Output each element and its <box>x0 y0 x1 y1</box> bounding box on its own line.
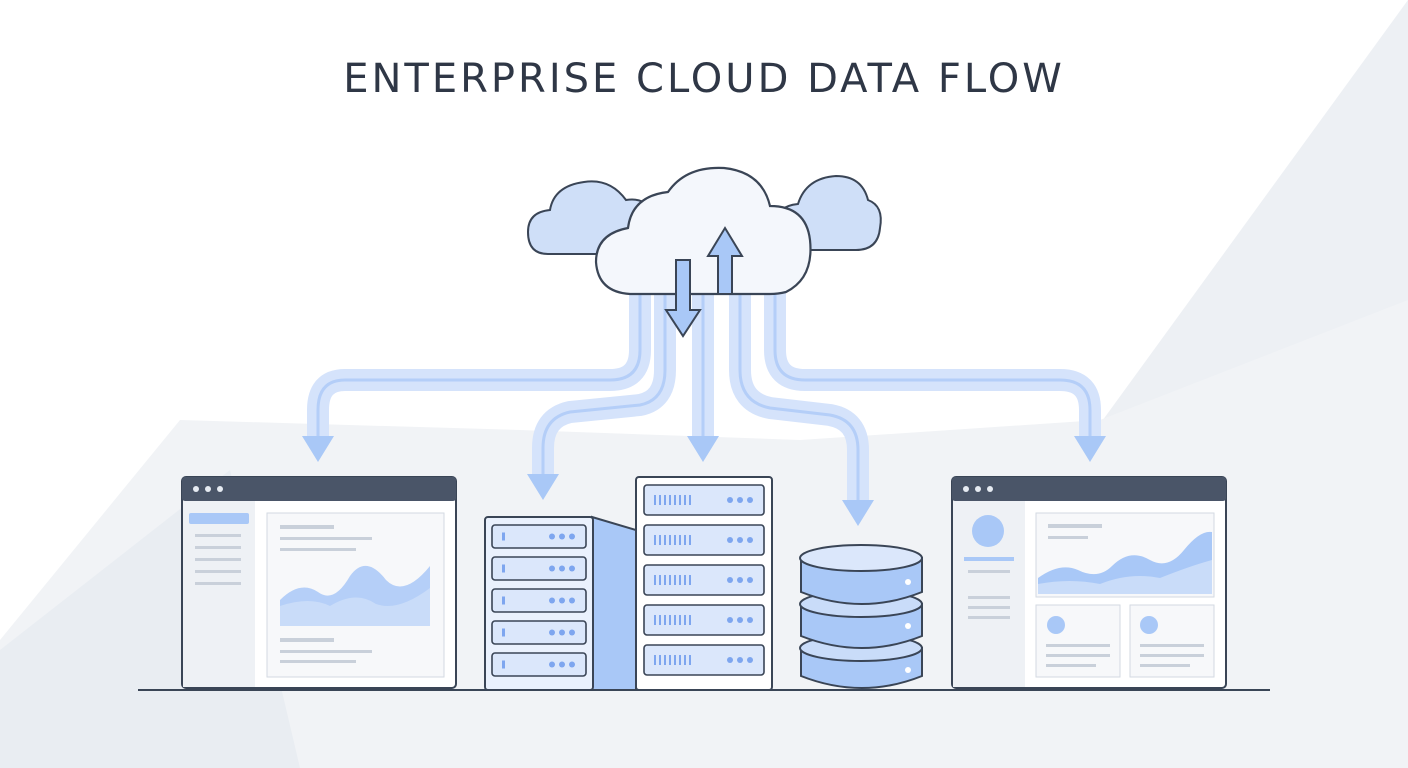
arrow-down-icon <box>1074 436 1106 462</box>
server-unit <box>643 484 765 516</box>
arrowheads <box>302 436 1106 526</box>
server-unit <box>491 556 587 581</box>
server-rack-icon <box>635 476 773 691</box>
dashboard-window-icon <box>951 476 1227 689</box>
server-rack-icon <box>484 515 637 691</box>
server-unit <box>643 524 765 556</box>
server-unit <box>643 604 765 636</box>
arrow-down-icon <box>302 436 334 462</box>
database-icon <box>799 544 923 689</box>
server-unit <box>643 644 765 676</box>
server-unit <box>491 652 587 677</box>
dashboard-window-icon <box>181 476 457 689</box>
server-unit <box>491 524 587 549</box>
server-unit <box>491 620 587 645</box>
flow-lines <box>307 279 1101 511</box>
arrow-down-icon <box>842 500 874 526</box>
server-unit <box>491 588 587 613</box>
arrow-down-icon <box>527 474 559 500</box>
arrow-down-icon <box>687 436 719 462</box>
arrow-up-icon <box>706 226 744 295</box>
server-unit <box>643 564 765 596</box>
arrow-down-icon <box>664 259 702 338</box>
cloud-icon <box>526 166 882 338</box>
avatar-icon <box>972 515 1004 547</box>
page-title: ENTERPRISE CLOUD DATA FLOW <box>343 56 1065 102</box>
